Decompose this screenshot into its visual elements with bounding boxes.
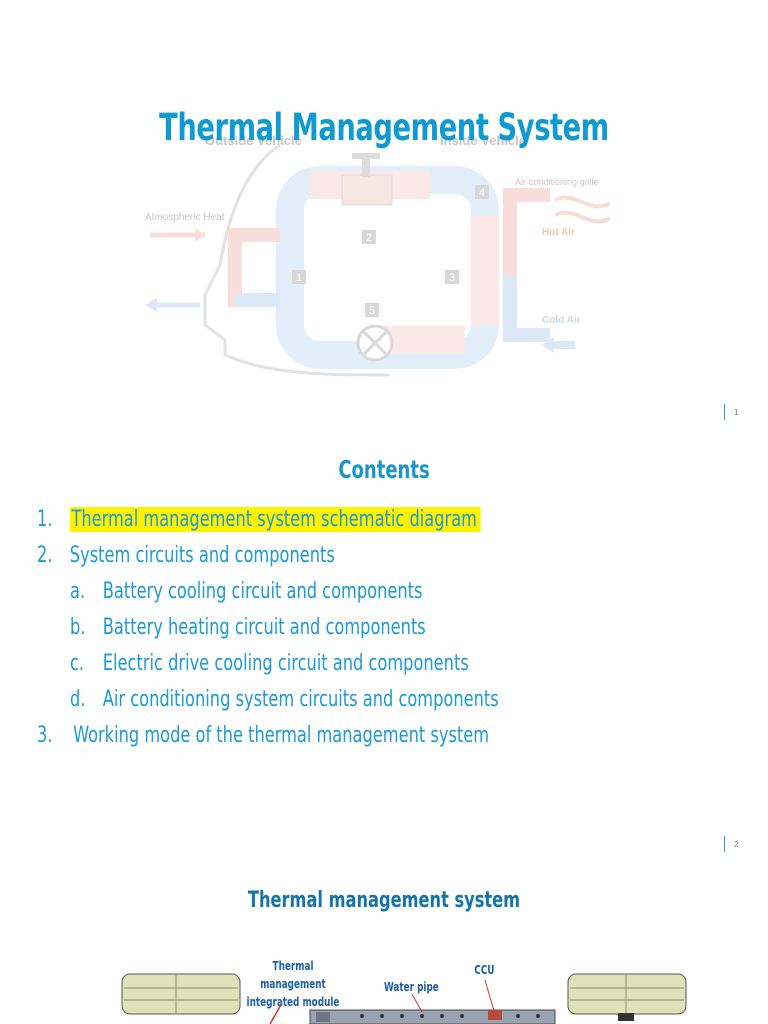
list-item-label: Working mode of the thermal management s… xyxy=(73,723,490,748)
list-item-label: Air conditioning system circuits and com… xyxy=(102,687,499,712)
list-item[interactable]: d. Air conditioning system circuits and c… xyxy=(70,687,499,712)
list-item[interactable]: 3. Working mode of the thermal management… xyxy=(37,723,489,748)
compressor xyxy=(341,174,393,206)
module-leader xyxy=(269,1002,283,1024)
list-item[interactable]: b. Battery heating circuit and components xyxy=(70,615,426,640)
slide-1: 1 2 3 4 5 Outside Vehicle Inside Vehicle… xyxy=(0,0,768,420)
slide-3-title: Thermal management system xyxy=(247,888,521,913)
refrigerant-loop xyxy=(276,166,499,369)
list-item[interactable]: c. Electric drive cooling circuit and com… xyxy=(70,651,469,676)
slide-3: Thermal management system Thermal manage… xyxy=(0,855,768,1024)
page-number: 1 xyxy=(734,408,739,417)
marker-5-label: 5 xyxy=(369,305,375,317)
ccu-label: CCU xyxy=(474,963,495,977)
module-label: Thermal management integrated module xyxy=(246,959,340,1009)
page-marker xyxy=(724,404,725,420)
list-item[interactable]: 1. Thermal management system schematic di… xyxy=(37,507,481,532)
page-number: 2 xyxy=(734,840,739,849)
outside-vehicle-label: Outside Vehicle xyxy=(205,133,302,148)
inside-exchanger xyxy=(503,188,550,342)
ccu-leader xyxy=(484,979,495,1012)
cold-air-label: Cold Air xyxy=(542,315,581,326)
atmospheric-heat-label: Atmospheric Heat xyxy=(145,212,225,223)
marker-4-label: 4 xyxy=(479,187,485,199)
list-item-label: System circuits and components xyxy=(69,543,335,568)
contents-title: Contents xyxy=(338,455,430,484)
list-item-number: 2. xyxy=(37,543,53,568)
inside-vehicle-label: Inside Vehicle xyxy=(440,133,526,148)
vehicle-outline xyxy=(203,143,391,377)
list-item-label: Electric drive cooling circuit and compo… xyxy=(102,651,469,676)
water-pipe-label: Water pipe xyxy=(384,980,439,994)
hot-air-arrow xyxy=(554,195,612,209)
slide-2: Contents 1. Thermal management system sch… xyxy=(0,425,768,852)
page-marker xyxy=(724,836,725,852)
right-wheel xyxy=(567,973,687,1021)
marker-5: 5 xyxy=(365,303,379,317)
list-item-number: d. xyxy=(70,687,86,712)
thermal-cycle-diagram: 1 2 3 4 5 Outside Vehicle Inside Vehicle… xyxy=(145,133,612,377)
chassis-frame xyxy=(309,1009,556,1024)
list-item-number: a. xyxy=(70,579,86,604)
expansion-valve xyxy=(356,324,394,362)
left-wheel xyxy=(121,973,241,1015)
marker-4: 4 xyxy=(475,185,489,199)
list-item-number: b. xyxy=(70,615,86,640)
air-grille-label: Air-conditioning grille xyxy=(515,177,599,187)
marker-2-label: 2 xyxy=(366,232,372,244)
list-item-number: 3. xyxy=(37,723,53,748)
list-item-number: 1. xyxy=(37,507,53,532)
hot-air-label: Hot Air xyxy=(542,227,575,238)
marker-3-label: 3 xyxy=(449,272,455,284)
list-item[interactable]: 2. System circuits and components xyxy=(37,543,335,568)
marker-1-label: 1 xyxy=(296,272,302,284)
marker-2: 2 xyxy=(362,230,376,244)
page-title: Thermal Management System xyxy=(159,106,609,149)
marker-3: 3 xyxy=(445,270,459,284)
water-pipe-leader xyxy=(411,993,423,1013)
list-item-label: Battery heating circuit and components xyxy=(102,615,426,640)
list-item-label: Battery cooling circuit and components xyxy=(102,579,423,604)
list-item-label: Thermal management system schematic diag… xyxy=(69,507,481,532)
list-item-number: c. xyxy=(70,651,85,676)
outside-exchanger xyxy=(228,228,280,307)
marker-1: 1 xyxy=(292,270,306,284)
list-item[interactable]: a. Battery cooling circuit and components xyxy=(70,579,422,604)
vehicle-chassis-illustration xyxy=(121,973,687,1024)
